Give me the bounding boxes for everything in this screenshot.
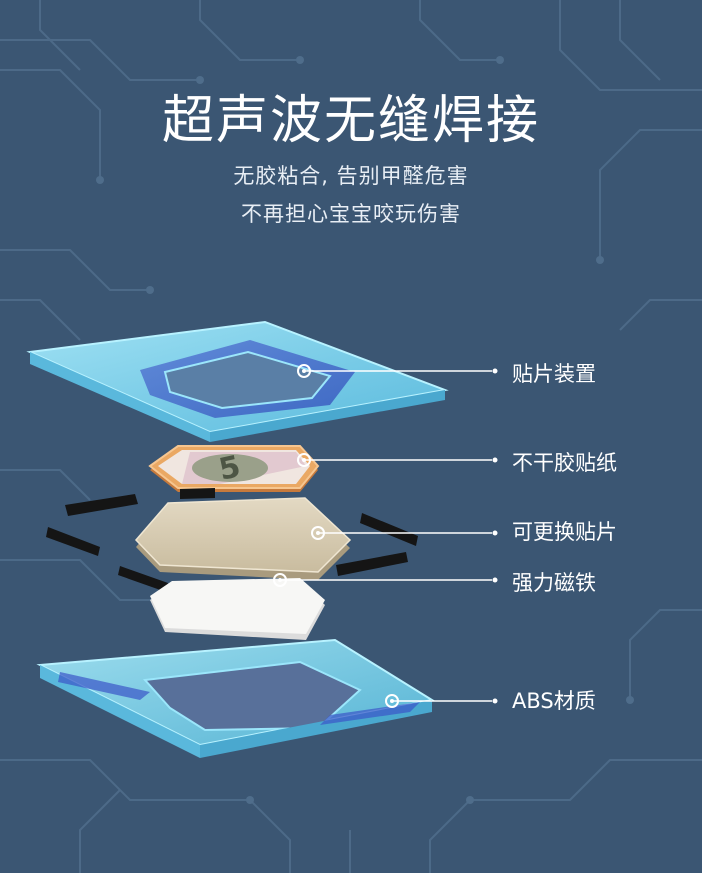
replaceable-tile xyxy=(134,497,352,580)
page-title: 超声波无缝焊接 xyxy=(161,91,540,151)
callout-adhesive-sticker: 不干胶贴纸 xyxy=(512,451,617,475)
callout-lines xyxy=(280,370,492,702)
callout-patch-device: 贴片装置 xyxy=(512,362,596,386)
callout-abs-material: ABS材质 xyxy=(512,689,596,713)
bottom-frame xyxy=(36,638,435,758)
white-block xyxy=(150,578,325,640)
callout-markers xyxy=(273,364,498,708)
callout-replaceable-tile: 可更换贴片 xyxy=(512,520,617,544)
top-frame xyxy=(26,320,449,442)
callout-magnet: 强力磁铁 xyxy=(512,571,596,595)
subtitle-line-1: 无胶粘合, 告别甲醛危害 xyxy=(233,164,469,188)
subtitle-line-2: 不再担心宝宝咬玩伤害 xyxy=(241,202,461,226)
sticker-hexagon: 5 xyxy=(148,445,320,492)
